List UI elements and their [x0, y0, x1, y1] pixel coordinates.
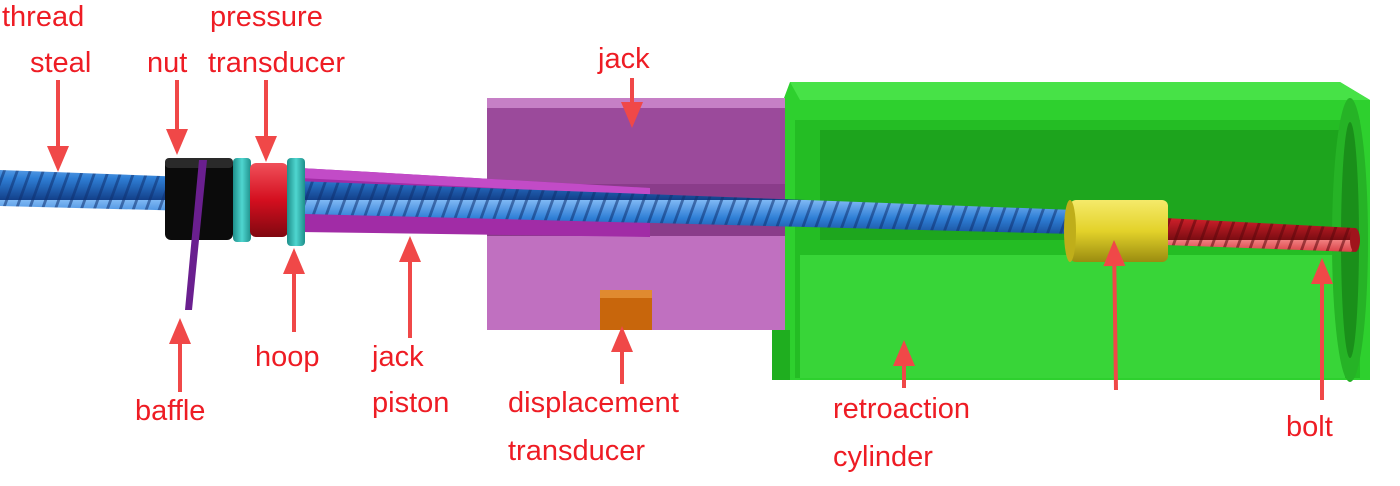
- arrow-coupler: [1103, 240, 1126, 391]
- arrow-jack-piston: [399, 236, 421, 338]
- label-displacement-transducer-line2: transducer: [508, 435, 645, 467]
- arrow-coupler-head: [1103, 240, 1126, 267]
- arrow-bolt: [1311, 258, 1333, 400]
- hoop-left: [233, 158, 251, 242]
- label-baffle: baffle: [135, 395, 205, 427]
- bolt-rod: [1165, 218, 1360, 252]
- arrow-jack: [621, 78, 643, 128]
- arrow-retroaction-cylinder: [893, 340, 915, 388]
- arrow-jack-head: [621, 102, 643, 128]
- arrow-bolt-head: [1311, 258, 1333, 284]
- label-hoop: hoop: [255, 341, 320, 373]
- arrow-coupler-shaft: [1112, 265, 1118, 391]
- label-thread-steal-line2: steal: [30, 47, 91, 79]
- retroaction-cylinder: [772, 82, 1370, 382]
- label-retroaction-cylinder-line2: cylinder: [833, 441, 933, 473]
- arrow-thread-steal: [47, 80, 69, 172]
- arrow-nut-head: [166, 129, 188, 155]
- label-thread-steal-line1: thread: [2, 1, 84, 33]
- baffle: [185, 160, 207, 310]
- arrow-displacement-transducer: [611, 326, 633, 384]
- arrow-displacement-transducer-head: [611, 326, 633, 352]
- label-bolt: bolt: [1286, 411, 1333, 443]
- arrow-pressure-transducer-head: [255, 136, 277, 162]
- label-jack-piston-line1: jack: [371, 341, 424, 373]
- arrow-pressure-transducer: [255, 80, 277, 162]
- arrow-baffle: [169, 318, 191, 392]
- arrow-baffle-head: [169, 318, 191, 344]
- arrow-thread-steal-head: [47, 146, 69, 172]
- arrow-jack-piston-head: [399, 236, 421, 262]
- label-jack-piston-line2: piston: [372, 387, 449, 419]
- arrow-nut: [166, 80, 188, 155]
- pressure-transducer: [250, 163, 288, 237]
- label-jack: jack: [597, 43, 650, 75]
- label-nut: nut: [147, 47, 187, 79]
- label-displacement-transducer-line1: displacement: [508, 387, 679, 419]
- hoop-right: [287, 158, 305, 246]
- label-pressure-transducer-line1: pressure: [210, 1, 323, 33]
- coupler: [1064, 200, 1168, 262]
- arrow-retroaction-cylinder-head: [893, 340, 915, 366]
- label-pressure-transducer-line2: transducer: [208, 47, 345, 79]
- arrow-hoop: [283, 248, 305, 332]
- label-retroaction-cylinder-line1: retroaction: [833, 393, 970, 425]
- arrow-hoop-head: [283, 248, 305, 274]
